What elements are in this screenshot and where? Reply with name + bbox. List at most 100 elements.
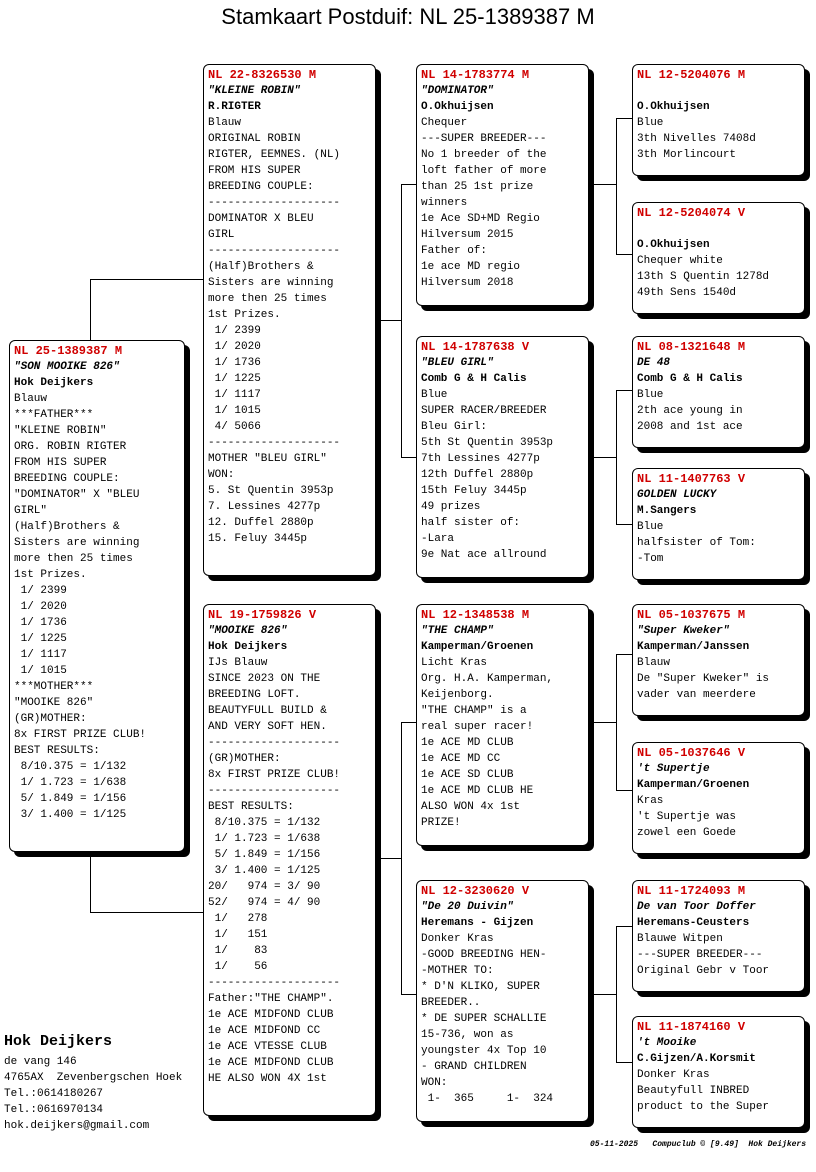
info-line: 8x FIRST PRIZE CLUB! xyxy=(208,769,341,781)
breeder-address: de vang 146 xyxy=(4,1056,77,1068)
info-line: RIGTER, EEMNES. (NL) xyxy=(208,149,341,161)
pigeon-name: "De 20 Duivin" xyxy=(421,901,514,913)
info-line: 5. St Quentin 3953p xyxy=(208,485,334,497)
info-line: 1e ACE MIDFOND CLUB xyxy=(208,1009,334,1021)
ring-number: NL 25-1389387 M xyxy=(14,344,123,358)
info-line: 4/ 5066 xyxy=(208,421,261,433)
info-line: ORIGINAL ROBIN xyxy=(208,133,301,145)
owner-name: Kamperman/Janssen xyxy=(637,641,750,653)
info-line: 1/ 1117 xyxy=(14,649,67,661)
info-line: 8/10.375 = 1/132 xyxy=(208,817,321,829)
pigeon-name: "BLEU GIRL" xyxy=(421,357,494,369)
owner-name: Comb G & H Calis xyxy=(637,373,743,385)
pigeon-color: Blue xyxy=(637,521,664,533)
info-line: 1e ACE SD CLUB xyxy=(421,769,514,781)
info-line: real super racer! xyxy=(421,721,534,733)
breeder-email: hok.deijkers@gmail.com xyxy=(4,1120,150,1132)
pigeon-color: IJs Blauw xyxy=(208,657,268,669)
info-line: than 25 1st prize xyxy=(421,181,534,193)
info-line: GIRL" xyxy=(14,505,48,517)
pigeon-name: "Super Kweker" xyxy=(637,625,730,637)
pedigree-card-mother-mother: NL 12-3230620 V"De 20 Duivin"Heremans - … xyxy=(416,880,589,1122)
info-line: 1/ 2020 xyxy=(208,341,261,353)
info-line: winners xyxy=(421,197,468,209)
pigeon-name: "DOMINATOR" xyxy=(421,85,494,97)
pedigree-card-subject: NL 25-1389387 M"SON MOOIKE 826"Hok Deijk… xyxy=(9,340,185,852)
info-line: * D'N KLIKO, SUPER xyxy=(421,981,540,993)
info-line: 3/ 1.400 = 1/125 xyxy=(14,809,127,821)
info-line: BREEDING COUPLE: xyxy=(14,473,120,485)
pigeon-color: Licht Kras xyxy=(421,657,488,669)
info-line: - GRAND CHILDREN xyxy=(421,1061,527,1073)
info-line: 15th Feluy 3445p xyxy=(421,485,527,497)
info-line: 1e ACE MD CC xyxy=(421,753,501,765)
info-line: Org. H.A. Kamperman, xyxy=(421,673,554,685)
owner-name: Heremans-Ceusters xyxy=(637,917,750,929)
ring-number: NL 12-5204076 M xyxy=(637,68,746,82)
info-line: 1/ 1.723 = 1/638 xyxy=(14,777,127,789)
owner-name: M.Sangers xyxy=(637,505,697,517)
info-line: (GR)MOTHER: xyxy=(14,713,87,725)
pigeon-name: "KLEINE ROBIN" xyxy=(208,85,301,97)
info-line: "KLEINE ROBIN" xyxy=(14,425,107,437)
pigeon-color: Donker Kras xyxy=(637,1069,710,1081)
info-line: 5/ 1.849 = 1/156 xyxy=(208,849,321,861)
pedigree-card-mff: NL 05-1037675 M"Super Kweker"Kamperman/J… xyxy=(632,604,805,716)
info-line: ORG. ROBIN RIGTER xyxy=(14,441,127,453)
pigeon-color: Chequer white xyxy=(637,255,723,267)
ring-number: NL 12-1348538 M xyxy=(421,608,530,622)
info-line: BEST RESULTS: xyxy=(14,745,100,757)
owner-name: Kamperman/Groenen xyxy=(637,779,750,791)
info-line: Keijenborg. xyxy=(421,689,494,701)
breeder-city: 4765AX Zevenbergschen Hoek xyxy=(4,1072,183,1084)
info-line: 1/ 1225 xyxy=(208,373,261,385)
info-line: 9e Nat ace allround xyxy=(421,549,547,561)
ring-number: NL 14-1783774 M xyxy=(421,68,530,82)
info-line: * DE SUPER SCHALLIE xyxy=(421,1013,547,1025)
info-line: 't Supertje was xyxy=(637,811,737,823)
info-line: zowel een Goede xyxy=(637,827,737,839)
info-line: 1e ACE MIDFOND CLUB xyxy=(208,1057,334,1069)
info-line: 20/ 974 = 3/ 90 xyxy=(208,881,321,893)
info-line: youngster 4x Top 10 xyxy=(421,1045,547,1057)
info-line: 3th Morlincourt xyxy=(637,149,737,161)
info-line: more then 25 times xyxy=(14,553,133,565)
info-line: Hilversum 2018 xyxy=(421,277,514,289)
pigeon-color: Blue xyxy=(637,117,664,129)
info-line: FROM HIS SUPER xyxy=(208,165,301,177)
info-line: 1st Prizes. xyxy=(14,569,87,581)
info-line: Sisters are winning xyxy=(208,277,334,289)
info-line: WON: xyxy=(421,1077,448,1089)
info-line: 1e Ace SD+MD Regio xyxy=(421,213,540,225)
owner-name: O.Okhuijsen xyxy=(637,239,710,251)
info-line: 5th St Quentin 3953p xyxy=(421,437,554,449)
info-line: DOMINATOR X BLEU xyxy=(208,213,314,225)
owner-name: Comb G & H Calis xyxy=(421,373,527,385)
info-line: -------------------- xyxy=(208,977,341,989)
info-line: -MOTHER TO: xyxy=(421,965,494,977)
breeder-name: Hok Deijkers xyxy=(4,1033,113,1050)
pigeon-name: "SON MOOIKE 826" xyxy=(14,361,120,373)
info-line: -------------------- xyxy=(208,737,341,749)
pigeon-name: "THE CHAMP" xyxy=(421,625,494,637)
info-line: PRIZE! xyxy=(421,817,461,829)
info-line: 1/ 1736 xyxy=(14,617,67,629)
pigeon-name: De van Toor Doffer xyxy=(637,901,756,913)
info-line: product to the Super xyxy=(637,1101,770,1113)
info-line: vader van meerdere xyxy=(637,689,756,701)
footer-credit: 05-11-2025 Compuclub © [9.49] Hok Deijke… xyxy=(590,1140,807,1149)
info-line: Father:"THE CHAMP". xyxy=(208,993,334,1005)
info-line: "THE CHAMP" is a xyxy=(421,705,527,717)
info-line: (Half)Brothers & xyxy=(208,261,314,273)
info-line: WON: xyxy=(208,469,235,481)
info-line: -------------------- xyxy=(208,245,341,257)
info-line: AND VERY SOFT HEN. xyxy=(208,721,327,733)
ring-number: NL 12-3230620 V xyxy=(421,884,530,898)
breeder-info: Hok Deijkers de vang 146 4765AX Zevenber… xyxy=(4,1034,182,1134)
